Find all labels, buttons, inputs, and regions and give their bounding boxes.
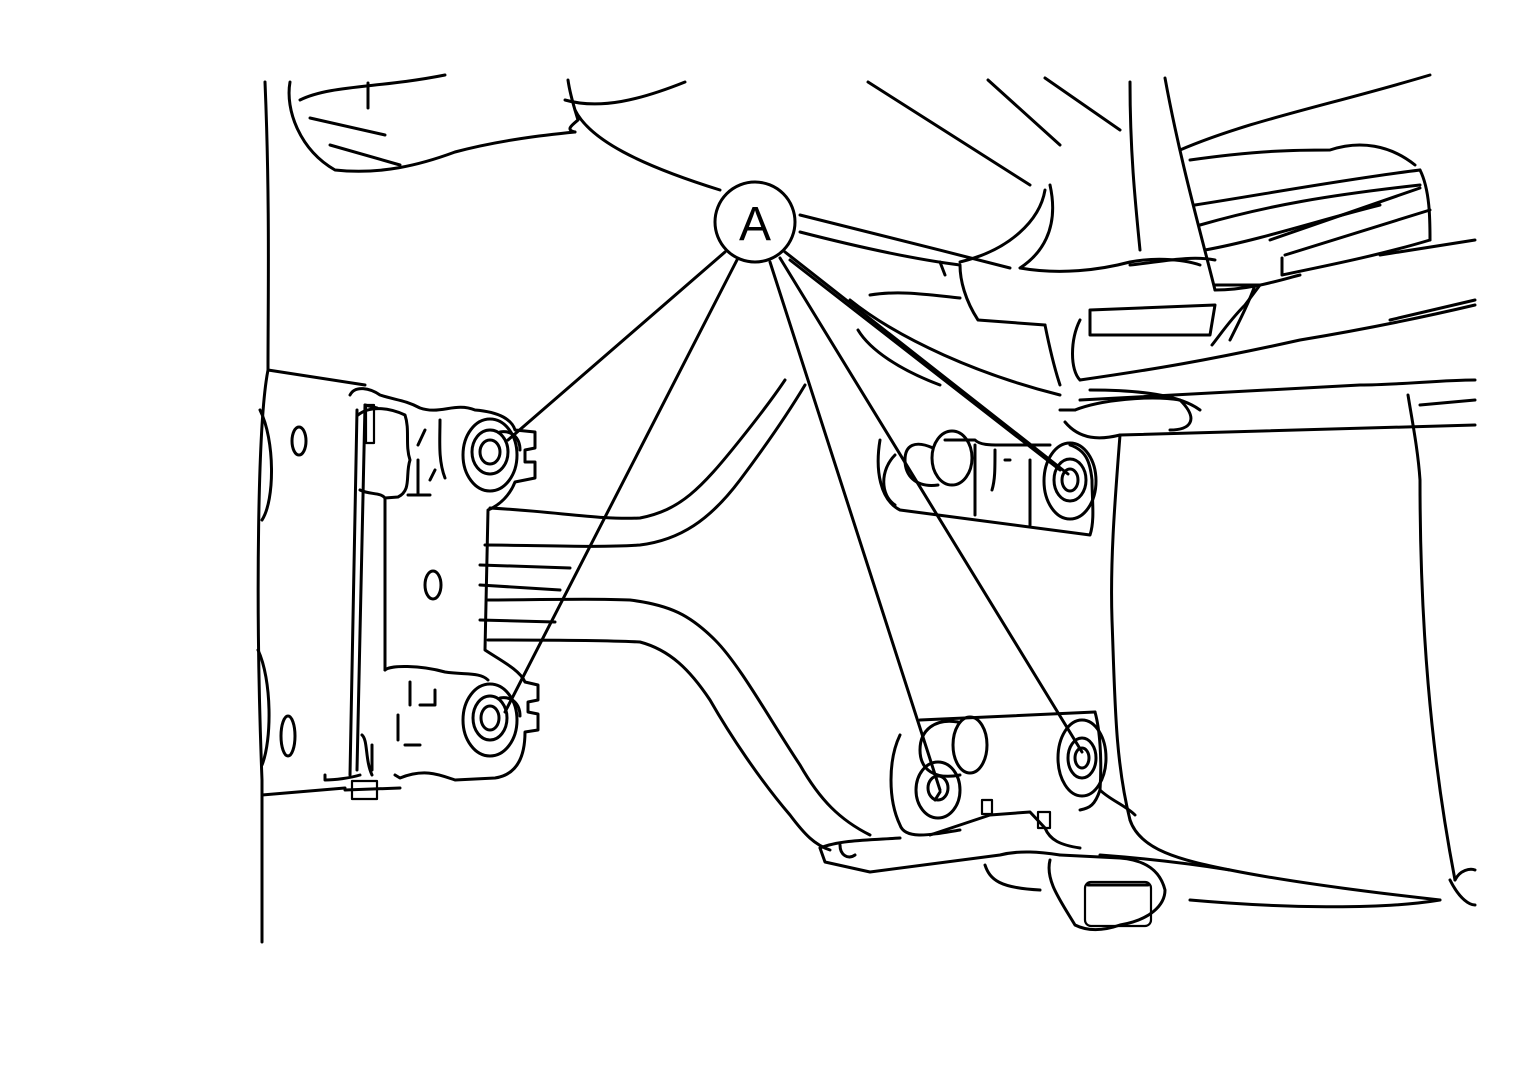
upper-middle-structure [798, 76, 1202, 397]
callout-a: A [713, 180, 797, 264]
leader-line-lower-center [768, 260, 942, 792]
right-lower-mount [889, 710, 1137, 850]
right-frame-rail [1058, 393, 1477, 909]
leader-line-lower-right [778, 256, 1084, 754]
callout-circle [713, 180, 797, 264]
right-upper-mount [876, 429, 1098, 537]
upper-left-structure [287, 73, 722, 192]
leader-line-upper-left [506, 250, 727, 442]
leader-line-upper-right [783, 250, 1070, 476]
right-upper-structure [1071, 73, 1477, 412]
left-body-panel [256, 80, 367, 944]
nut-lower-left [461, 682, 522, 758]
left-mounting-bracket [323, 387, 540, 801]
leader-line-upper-right-2 [788, 258, 1062, 472]
cross-member-beam [478, 378, 872, 852]
leader-line-lower-left [503, 256, 740, 714]
callout-leader-lines [503, 250, 1084, 792]
lower-bracket [818, 836, 1232, 931]
callout-label: A [739, 198, 771, 251]
nut-upper-left [461, 417, 522, 493]
